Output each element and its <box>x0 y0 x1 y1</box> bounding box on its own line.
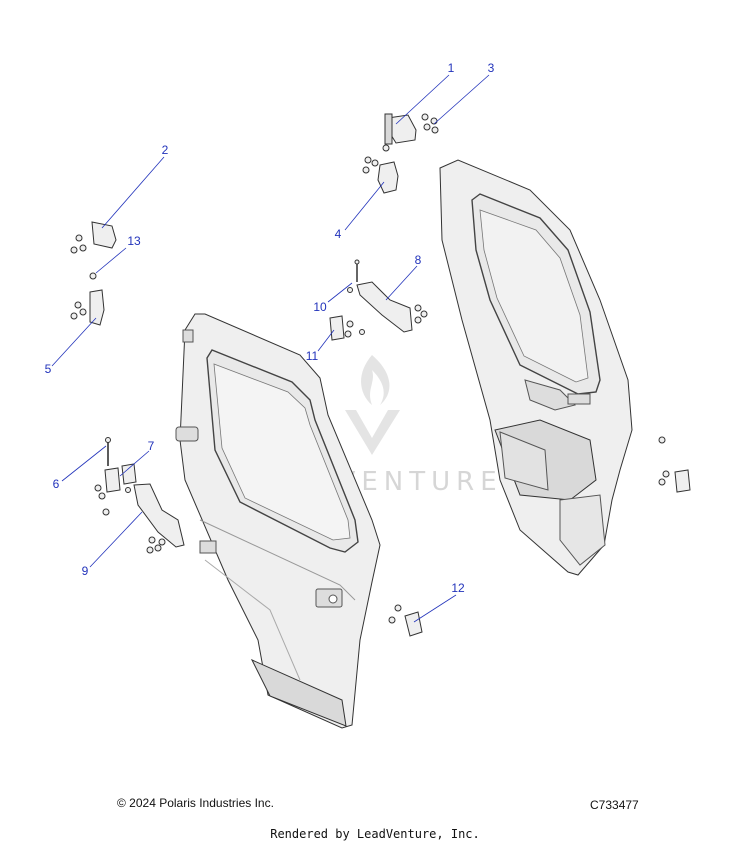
callout-5: 5 <box>45 362 52 376</box>
check-strap-9 <box>102 483 185 554</box>
copyright-text: © 2024 Polaris Industries Inc. <box>117 796 274 810</box>
leader-10 <box>327 282 353 303</box>
rear-door <box>439 159 633 576</box>
callout-13: 13 <box>127 234 141 248</box>
leader-lines <box>51 74 490 623</box>
upper-hinge-rear <box>70 221 117 254</box>
check-strap-8 <box>347 259 428 335</box>
leader-12 <box>413 594 457 623</box>
diagram-code: C733477 <box>590 798 639 812</box>
hinge-bracket-5 <box>70 289 105 326</box>
callout-7: 7 <box>148 439 155 453</box>
striker-12 <box>388 604 423 637</box>
upper-hinge-front <box>384 113 417 145</box>
callout-4: 4 <box>335 227 342 241</box>
strap-bracket-11 <box>329 315 354 341</box>
callout-1: 1 <box>448 61 455 75</box>
leader-11 <box>317 329 335 352</box>
strap-bracket-7 <box>94 463 137 500</box>
leader-5 <box>51 317 97 367</box>
leader-4 <box>344 181 385 231</box>
rendered-by-text: Rendered by LeadVenture, Inc. <box>270 827 480 841</box>
latch-hardware-right <box>658 436 691 493</box>
leader-6 <box>61 445 107 482</box>
nut-13 <box>89 272 97 280</box>
leader-7 <box>119 450 150 477</box>
callout-8: 8 <box>415 253 422 267</box>
hinge-bracket-4 <box>362 144 399 194</box>
hinge-bolts-3 <box>421 113 439 134</box>
pin-6 <box>105 437 111 466</box>
callout-9: 9 <box>82 564 89 578</box>
leader-9 <box>89 511 143 568</box>
callout-6: 6 <box>53 477 60 491</box>
callout-10: 10 <box>313 300 327 314</box>
callout-2: 2 <box>162 143 169 157</box>
leader-2 <box>101 156 165 229</box>
leader-1 <box>395 74 450 125</box>
callout-11: 11 <box>306 349 319 363</box>
leader-3 <box>433 74 490 125</box>
callout-3: 3 <box>488 61 495 75</box>
leader-13 <box>95 247 127 274</box>
callouts: 1 2 3 4 5 6 7 8 9 10 11 12 13 <box>45 61 495 595</box>
callout-12: 12 <box>451 581 465 595</box>
front-door <box>175 313 381 729</box>
leader-8 <box>385 265 418 301</box>
